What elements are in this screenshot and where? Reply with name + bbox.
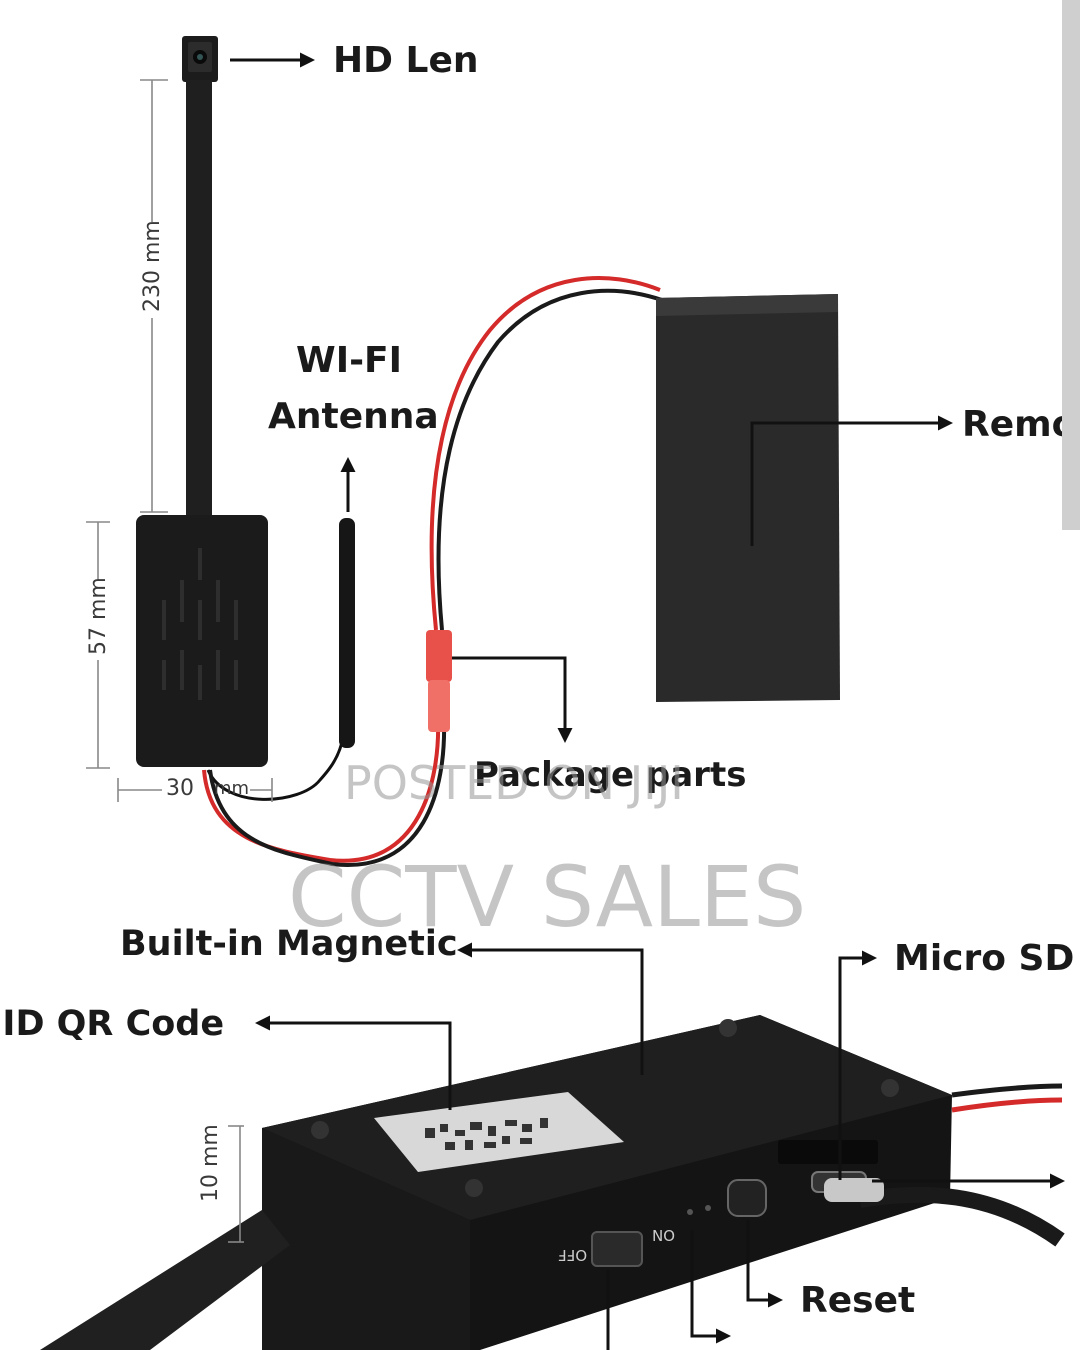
dim-module-height: 57 mm	[86, 577, 111, 655]
usb-cable-icon	[824, 1178, 1065, 1247]
camera-module-icon	[136, 515, 268, 767]
label-wifi-line2: Antenna	[268, 396, 439, 437]
label-wifi-line1: WI-FI	[296, 340, 403, 381]
arrow-package	[452, 656, 573, 743]
ribbon-cable	[186, 80, 212, 520]
label-uid-qr-code: UID QR Code	[0, 1004, 225, 1044]
arrow-led	[690, 1230, 731, 1344]
label-reset: Reset	[800, 1280, 916, 1321]
dimension-lines	[86, 79, 273, 1243]
label-switch-on: ON	[652, 1226, 676, 1244]
led-dot	[687, 1209, 693, 1215]
arrow-magnetic	[457, 942, 644, 1075]
label-package-parts: Package parts	[474, 755, 747, 795]
hd-lens-icon	[182, 36, 218, 82]
arrow-reset	[746, 1220, 783, 1308]
label-hd-len: HD Len	[333, 40, 479, 81]
connector-icon	[426, 630, 452, 732]
dim-cable-length: 230 mm	[140, 220, 165, 312]
arrow-micro-sd	[838, 950, 877, 1180]
label-built-in-magnetic: Built-in Magnetic	[120, 924, 458, 964]
led-dot	[705, 1205, 711, 1211]
dim-module-width-a: 30	[166, 776, 194, 801]
micro-sd-slot-icon	[778, 1140, 878, 1164]
dim-module-width-b: mm	[214, 778, 250, 799]
label-remote: Remo	[962, 404, 1062, 445]
arrow-remote	[750, 415, 953, 546]
watermark-line2: CCTV SALES	[288, 848, 807, 946]
board-wire-black	[951, 1083, 1063, 1098]
watermark-line1: POSTED ON JIJI	[344, 756, 684, 810]
label-micro-sd: Micro SD	[894, 938, 1075, 979]
dim-board-thickness: 10 mm	[198, 1124, 223, 1202]
edge-bar	[1062, 0, 1080, 530]
reset-button-icon	[727, 1179, 767, 1217]
battery-icon	[656, 294, 840, 702]
arrow-qr	[255, 1015, 452, 1110]
board-wire-red	[951, 1097, 1063, 1113]
qr-sticker-icon	[374, 1092, 624, 1172]
battery-wires	[202, 276, 663, 867]
power-switch-icon	[591, 1231, 643, 1267]
wifi-antenna-icon	[206, 518, 355, 801]
label-switch-off: OFF	[558, 1246, 588, 1264]
